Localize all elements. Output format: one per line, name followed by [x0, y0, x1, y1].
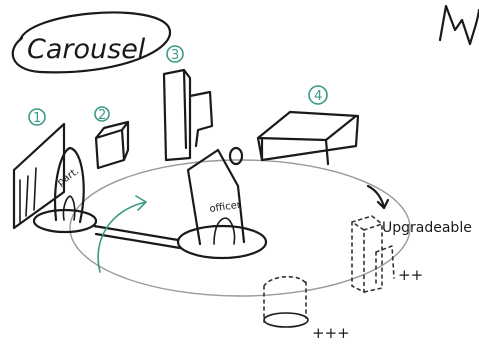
title-group: Carousel — [11, 11, 171, 74]
part-arch — [54, 146, 85, 224]
label-plus-right: ++ — [398, 266, 423, 284]
label-plus-bottom: +++ — [312, 324, 350, 342]
panel-1-hatch — [19, 167, 37, 223]
upgradeable-slots — [263, 215, 395, 328]
tower-3 — [162, 68, 214, 162]
label-upgradeable: Upgradeable — [382, 220, 472, 236]
corner-scribble — [438, 4, 479, 46]
marker-2: 2 — [98, 108, 106, 123]
marker-3: 3 — [171, 48, 179, 63]
upgrade-slot-tall — [351, 215, 383, 294]
title-ellipse — [11, 11, 171, 74]
marker-4: 4 — [314, 89, 322, 104]
upgrade-arrow — [366, 184, 390, 210]
title-text: Carousel — [27, 34, 146, 65]
panel-1 — [12, 122, 66, 230]
marker-4-circle — [308, 85, 328, 105]
station-1: 1 — [12, 108, 66, 230]
part-inner-arch — [62, 195, 76, 221]
platform-left-base — [32, 208, 98, 234]
marker-2-circle — [94, 106, 110, 122]
marker-1-circle — [28, 108, 46, 126]
upgrade-slot-bottom — [263, 275, 307, 323]
box-4 — [256, 110, 360, 166]
label-officer: officer — [209, 200, 243, 215]
upgrade-slot-bottom-base — [263, 312, 309, 328]
station-2: 2 — [94, 106, 130, 170]
upgrade-slot-small — [375, 244, 395, 285]
station-3: 3 — [162, 45, 214, 162]
station-4: 4 — [256, 85, 360, 166]
marker-3-circle — [166, 45, 184, 63]
platform-right: officer — [176, 148, 268, 260]
cube-2 — [94, 120, 130, 170]
center-post — [228, 146, 244, 166]
connector-bar — [92, 224, 182, 250]
officer-arch — [186, 148, 246, 246]
officer-inner-arch — [213, 217, 236, 245]
platform-right-base — [176, 224, 268, 260]
marker-1: 1 — [33, 111, 41, 126]
rotation-arrow — [97, 195, 147, 273]
